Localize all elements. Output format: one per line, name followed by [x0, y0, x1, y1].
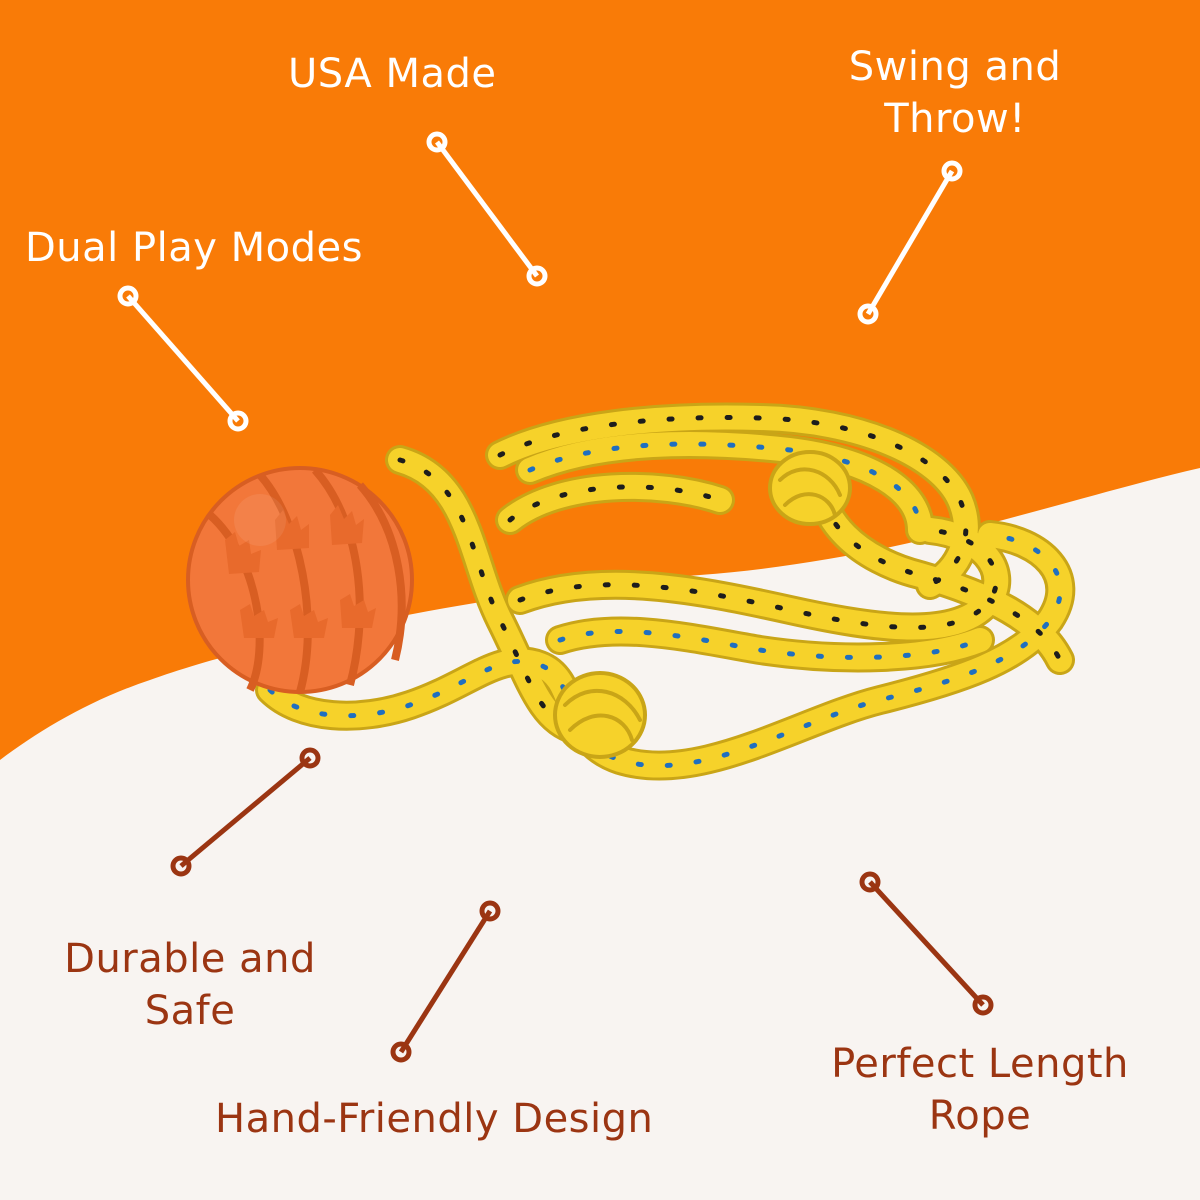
connector-swing-and-throw	[857, 160, 963, 325]
feature-swing-and-throw-line-1: Swing and	[848, 44, 1062, 90]
braided-rope-icon	[255, 402, 1076, 781]
connector-hand-friendly-design	[390, 900, 501, 1063]
treat-ball-icon	[186, 466, 414, 694]
feature-perfect-length-rope: Perfect Length Rope	[820, 1038, 1140, 1142]
feature-hand-friendly-design: Hand-Friendly Design	[215, 1096, 654, 1142]
feature-perfect-length-rope-line-1: Perfect Length	[831, 1041, 1129, 1087]
feature-usa-made: USA Made	[288, 51, 497, 97]
connector-usa-made	[426, 131, 548, 287]
feature-durable-and-safe: Durable and Safe	[60, 933, 320, 1037]
feature-durable-and-safe-line-1: Durable and	[64, 936, 316, 982]
feature-dual-play-modes: Dual Play Modes	[25, 225, 363, 271]
connector-durable-and-safe	[170, 747, 321, 877]
feature-perfect-length-rope-line-2: Rope	[928, 1093, 1032, 1139]
feature-durable-and-safe-line-2: Safe	[144, 988, 236, 1034]
connector-dual-play-modes	[117, 285, 249, 432]
feature-swing-and-throw-line-2: Throw!	[884, 96, 1026, 142]
connector-perfect-length-rope	[859, 871, 994, 1016]
feature-swing-and-throw: Swing and Throw!	[840, 41, 1070, 145]
